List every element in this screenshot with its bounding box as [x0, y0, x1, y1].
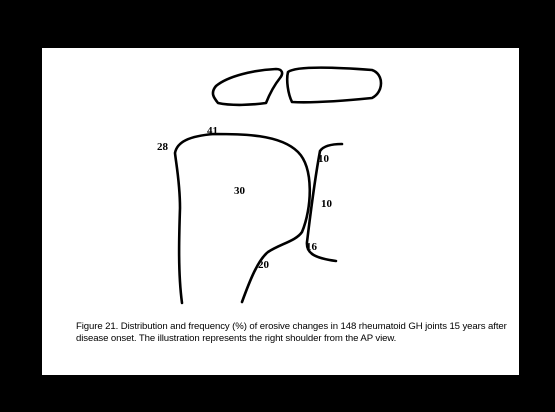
figure-caption: Figure 21. Distribution and frequency (%…	[76, 321, 516, 344]
clavicle-outline	[287, 68, 381, 103]
label-20: 20	[258, 259, 270, 271]
label-28: 28	[157, 141, 169, 153]
label-41: 41	[207, 125, 218, 137]
label-16: 16	[306, 241, 318, 253]
acromion-outline	[213, 69, 282, 105]
label-10-upper: 10	[318, 153, 330, 165]
humerus-outline	[175, 134, 310, 303]
figure-page: 28 41 30 10 10 16 20 Figure 21. Distribu…	[42, 48, 519, 375]
shoulder-diagram: 28 41 30 10 10 16 20	[42, 48, 519, 318]
label-30: 30	[234, 185, 246, 197]
label-10-middle: 10	[321, 198, 333, 210]
